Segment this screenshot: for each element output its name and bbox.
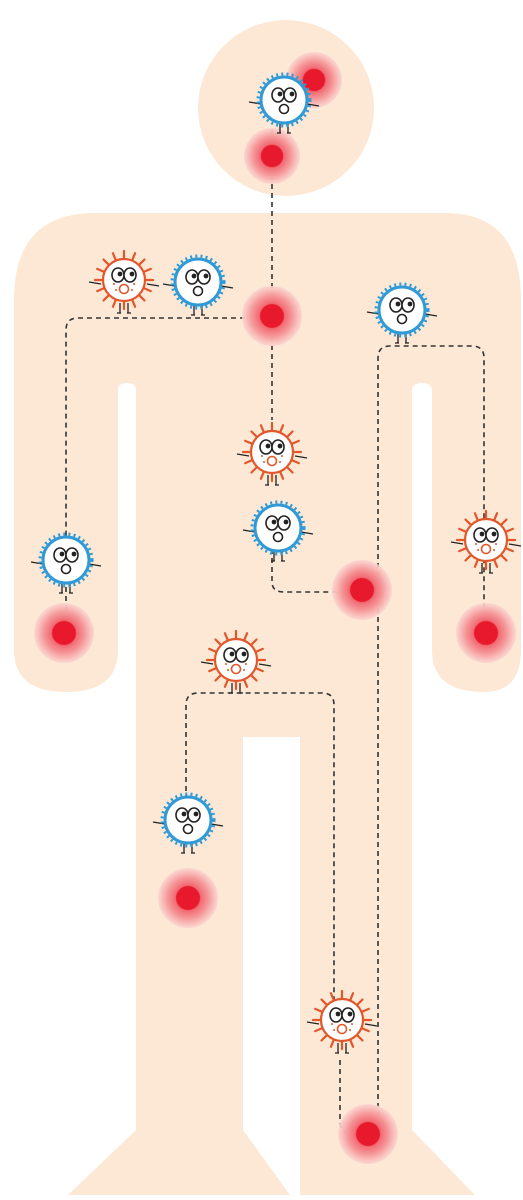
virus-left-leg — [152, 792, 224, 854]
virus-shoulder-blue — [162, 254, 234, 316]
virus-torso-orange — [236, 421, 308, 486]
hotspot-chest — [242, 286, 302, 346]
virus-right-arm — [450, 509, 522, 574]
hotspots — [34, 52, 516, 1164]
virus-characters — [30, 72, 522, 1054]
hotspot-left-hand — [34, 603, 94, 663]
virus-right-leg — [306, 989, 378, 1054]
body-silhouette — [14, 20, 521, 1195]
virus-right-shoulder — [366, 282, 438, 344]
route-leg — [185, 692, 335, 1030]
hotspot-right-foot — [338, 1104, 398, 1164]
hotspot-head-bottom — [244, 128, 300, 184]
hotspot-abdomen — [332, 560, 392, 620]
hotspot-right-hand — [456, 603, 516, 663]
route-right-side — [368, 345, 485, 1135]
virus-hip — [200, 629, 272, 694]
virus-left-arm — [30, 532, 102, 594]
virus-shoulder-orange — [88, 249, 160, 314]
virus-head — [248, 72, 320, 134]
torso-arms-legs-shape — [14, 213, 521, 1195]
virus-torso-blue — [242, 500, 314, 562]
hotspot-left-knee — [158, 868, 218, 928]
